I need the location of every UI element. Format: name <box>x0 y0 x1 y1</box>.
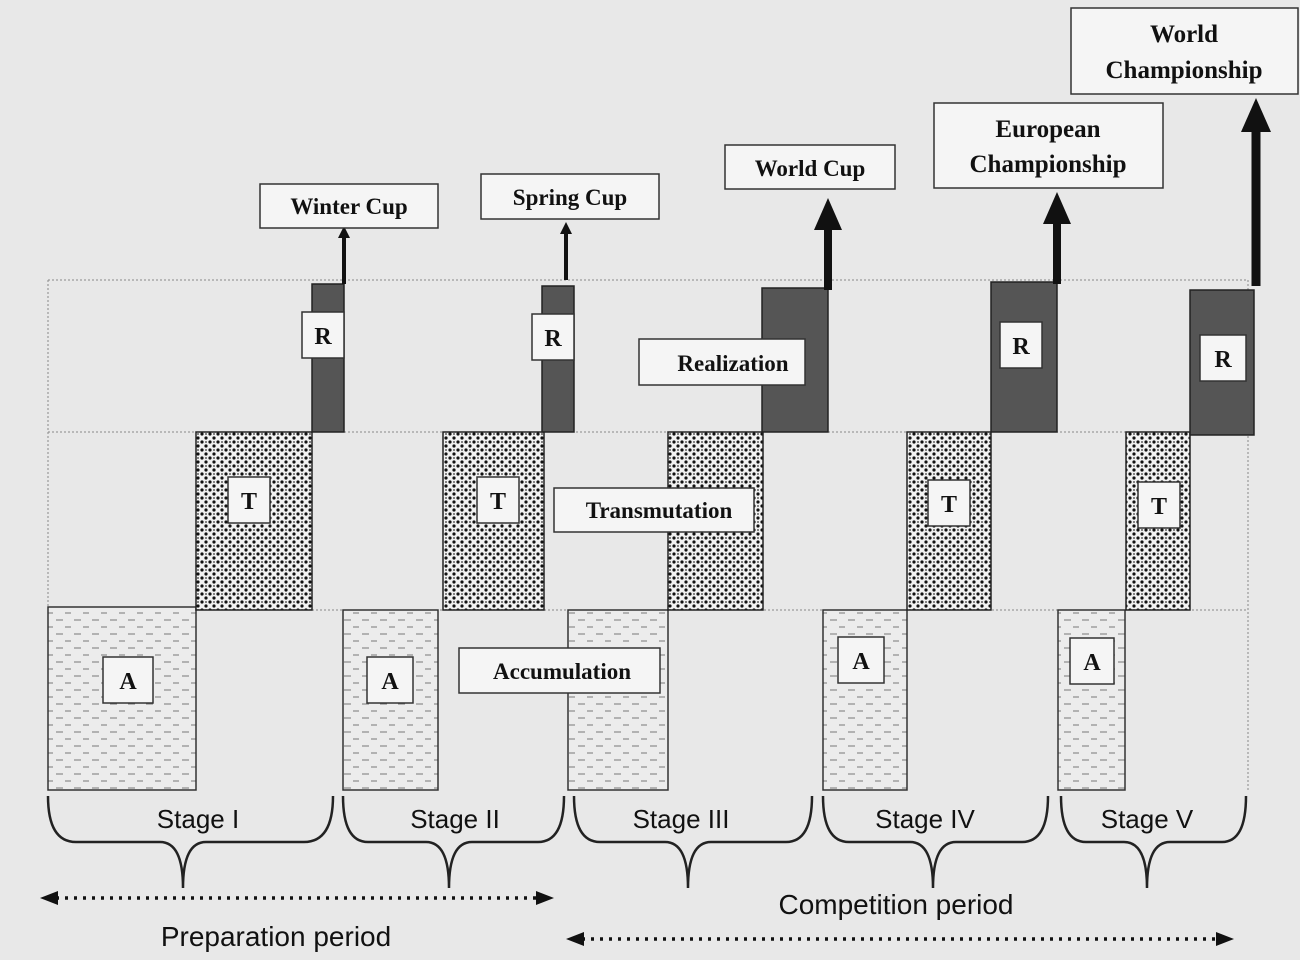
letter-a-4: A <box>852 649 870 675</box>
stage-label-5: Stage V <box>1101 804 1194 834</box>
letter-r-4: R <box>1012 334 1030 360</box>
label-worldchamp-line1: World <box>1150 21 1218 48</box>
stage-braces <box>46 795 1248 889</box>
preparation-period-arrow <box>40 891 554 905</box>
letter-a-1: A <box>119 669 137 695</box>
label-worldchamp-line2: Championship <box>1105 57 1262 84</box>
brace-stage-5 <box>1059 795 1248 889</box>
letter-a-5: A <box>1083 650 1101 676</box>
letter-t-2: T <box>490 489 506 515</box>
transmutation-block-4 <box>906 431 992 611</box>
competition-period-label: Competition period <box>778 889 1013 920</box>
brace-stage-3 <box>572 795 814 889</box>
stage-labels: Stage I Stage II Stage III Stage IV Stag… <box>157 804 1194 834</box>
letter-r-1: R <box>314 324 332 350</box>
stage-label-2: Stage II <box>410 804 500 834</box>
arrow-world-cup <box>814 198 842 290</box>
letter-t-5: T <box>1151 494 1167 520</box>
label-realization: Realization <box>677 351 788 376</box>
label-world-cup: World Cup <box>755 156 866 181</box>
accumulation-block-3 <box>567 609 669 791</box>
brace-stage-2 <box>341 795 566 889</box>
label-european-line1: European <box>995 116 1100 143</box>
competition-labels: Winter Cup Spring Cup World Cup European… <box>259 7 1299 229</box>
arrow-spring-cup <box>560 222 572 280</box>
letter-t-1: T <box>241 489 257 515</box>
arrow-european-championship <box>1043 192 1071 284</box>
label-accumulation: Accumulation <box>493 659 631 684</box>
competition-arrows <box>338 98 1271 290</box>
letter-r-2: R <box>544 326 562 352</box>
brace-stage-1 <box>46 795 335 889</box>
accumulation-blocks <box>47 606 1126 791</box>
block-letter-boxes: R R R R T T T T A A A A <box>102 311 1247 704</box>
label-transmutation: Transmutation <box>586 498 733 523</box>
brace-stage-4 <box>821 795 1050 889</box>
arrow-winter-cup <box>338 226 350 284</box>
arrow-world-championship <box>1241 98 1271 286</box>
label-winter-cup: Winter Cup <box>290 194 407 219</box>
letter-t-4: T <box>941 492 957 518</box>
stage-label-3: Stage III <box>633 804 730 834</box>
label-european-line2: Championship <box>969 151 1126 178</box>
stage-label-1: Stage I <box>157 804 239 834</box>
letter-a-2: A <box>381 669 399 695</box>
accumulation-block-5 <box>1057 609 1126 791</box>
letter-r-5: R <box>1214 347 1232 373</box>
transmutation-blocks <box>195 431 1191 611</box>
preparation-period-label: Preparation period <box>161 921 391 952</box>
phase-labels: Realization Transmutation Accumulation <box>458 338 806 694</box>
stage-label-4: Stage IV <box>875 804 975 834</box>
competition-period-arrow <box>566 932 1234 946</box>
period-arrows <box>40 891 1234 946</box>
label-spring-cup: Spring Cup <box>513 185 627 210</box>
